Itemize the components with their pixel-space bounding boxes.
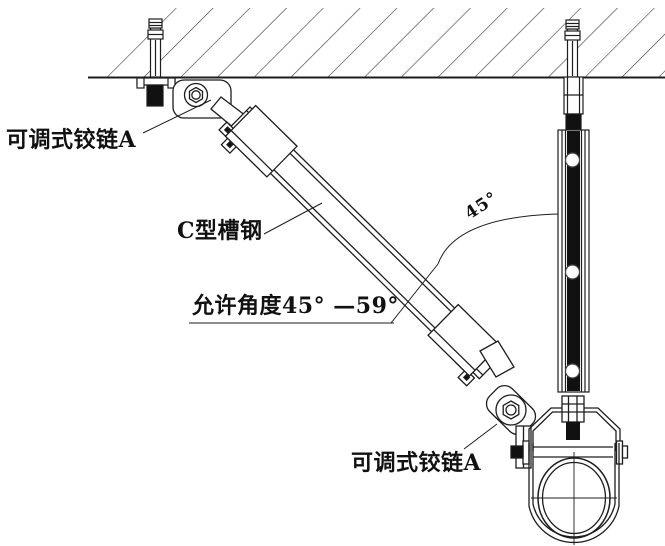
c-channel-brace [218,104,504,387]
pipe-section [531,452,617,545]
rod-nut [561,395,585,423]
brace-end-fitting-bottom [427,303,501,387]
vertical-hanger-channel [557,129,590,393]
clamp-bolt [510,445,524,459]
leader-lines [142,99,498,450]
leader-allowed-angle [390,263,439,324]
threaded-rod [567,131,580,391]
brace-end-fitting-top [218,104,298,178]
angle-dimension-arc [437,213,559,265]
anchor-bolt-right [563,19,584,133]
leader-hinge-bottom [463,423,498,450]
pipe-clamp [510,395,629,544]
leader-hinge-top [142,99,212,134]
label-adjustable-hinge-bottom: 可调式铰链A [351,450,482,476]
channel-hole [564,264,581,280]
threaded-stud-left [146,84,164,107]
label-allowed-angle-range: 允许角度45° —59° [192,293,399,319]
label-c-channel-steel: C型槽钢 [177,218,263,244]
channel-hole [564,152,581,168]
channel-hole [564,363,581,379]
adjustable-hinge-bottom [479,340,537,469]
leader-channel [263,202,323,235]
threaded-rod-top [565,113,582,133]
anchor-bolt-left [136,18,176,107]
label-adjustable-hinge-top: 可调式铰链A [6,127,137,153]
ceiling-hatch [88,8,665,79]
